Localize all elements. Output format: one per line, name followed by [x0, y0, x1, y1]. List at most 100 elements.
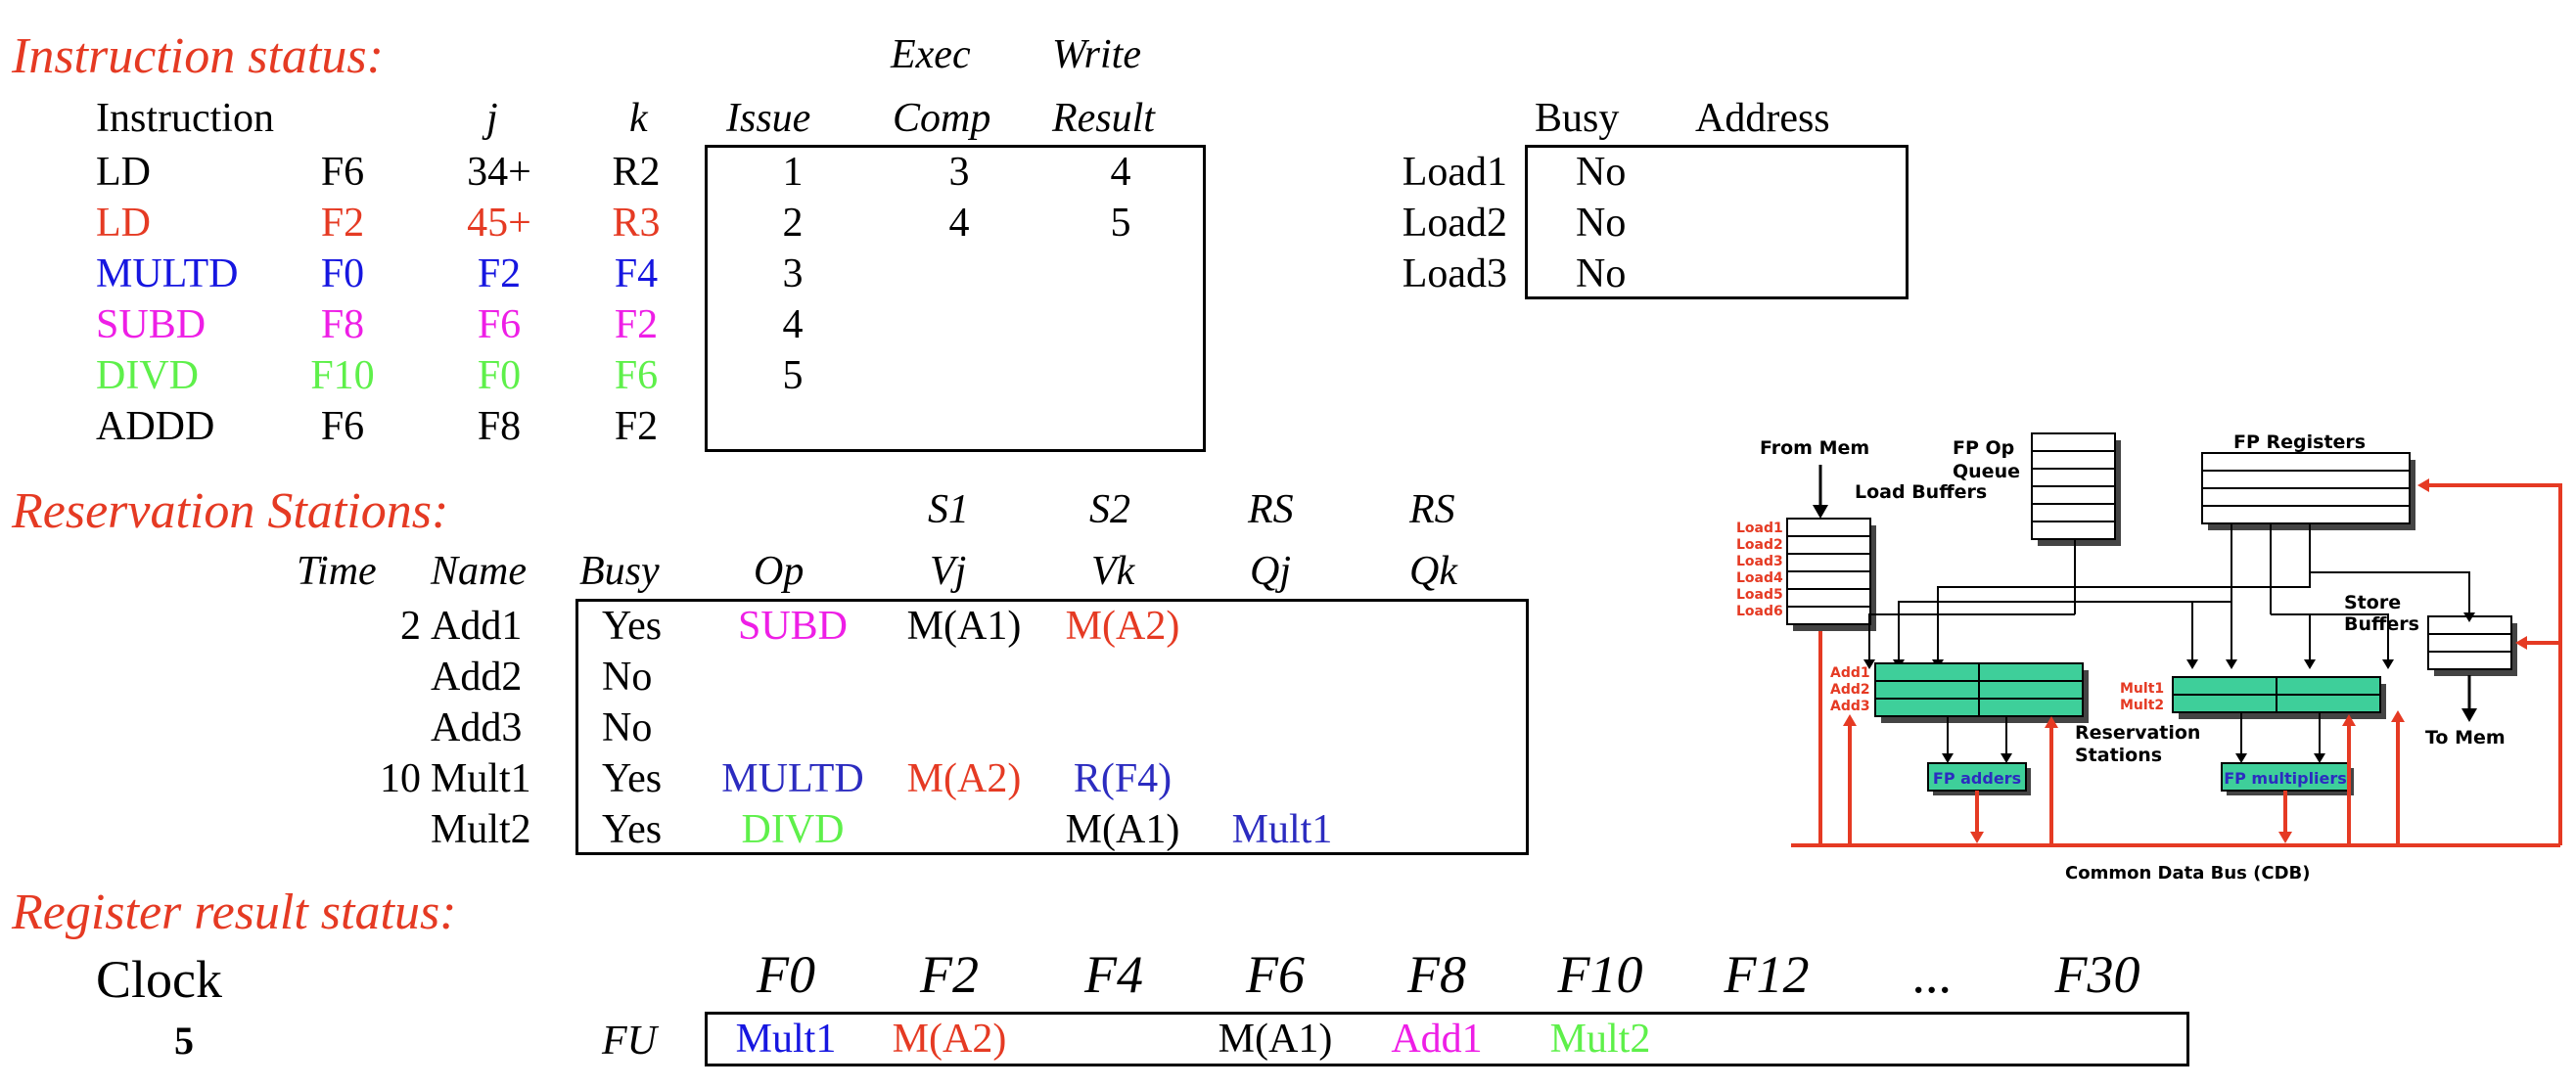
rs-busy: Yes — [602, 807, 663, 852]
add-reservation-stations — [1874, 662, 2089, 723]
rs-time: 2 — [400, 604, 421, 649]
load-buffer-stack — [1786, 518, 1876, 631]
fp-registers — [2201, 452, 2415, 530]
register-fu: Mult1 — [735, 1017, 837, 1062]
time-header: Time — [297, 549, 377, 594]
fp-multipliers-unit — [2221, 762, 2354, 795]
issue-cycle: 2 — [782, 201, 804, 246]
svg-text:Load6: Load6 — [1736, 604, 1783, 619]
instruction-k: F6 — [614, 353, 659, 398]
rs-vj: M(A2) — [906, 756, 1022, 801]
rs-op: DIVD — [741, 807, 845, 852]
load-buffer-name: Load3 — [1402, 251, 1507, 296]
rs-vk: R(F4) — [1073, 756, 1173, 801]
issue-cycle: 5 — [782, 353, 804, 398]
add-labels: Add1 Add2 Add3 — [1830, 665, 1870, 714]
fu-label: FU — [602, 1019, 657, 1064]
register-fu: M(A2) — [892, 1017, 1007, 1062]
register-fu: Mult2 — [1549, 1017, 1651, 1062]
fp-adders-unit — [1927, 762, 2031, 795]
fp-adders-label: FP adders — [1933, 769, 2021, 788]
instruction-op: ADDD — [96, 404, 215, 449]
reservation-stations-box — [575, 599, 1529, 855]
instruction-dest: F0 — [320, 251, 365, 296]
issue-cycle: 3 — [782, 251, 804, 296]
write-result-cycle: 4 — [1110, 150, 1131, 195]
clock-value: 5 — [174, 1019, 194, 1063]
rs-op: SUBD — [737, 604, 849, 649]
instruction-k: F2 — [614, 302, 659, 347]
exec-complete-cycle: 4 — [948, 201, 970, 246]
rs-name: Mult1 — [431, 756, 531, 801]
exec-header-top: Exec — [891, 32, 971, 77]
issue-cycle: 4 — [782, 302, 804, 347]
instruction-op: SUBD — [96, 302, 207, 347]
register-name: ... — [1912, 945, 1954, 1004]
svg-text:Mult1: Mult1 — [2120, 681, 2164, 697]
busy-header: Busy — [1535, 96, 1620, 141]
issue-header: Issue — [726, 96, 811, 141]
instruction-k: R3 — [612, 201, 661, 246]
instruction-j: 34+ — [467, 150, 531, 195]
register-name: F10 — [1557, 945, 1643, 1004]
instruction-op: MULTD — [96, 251, 239, 296]
rs-to-unit-wires — [1947, 712, 2321, 757]
rs-name: Add2 — [431, 655, 523, 700]
instruction-k: F2 — [614, 404, 659, 449]
rs-op: MULTD — [721, 756, 864, 801]
load-buffer-busy: No — [1576, 201, 1627, 246]
svg-text:Load3: Load3 — [1736, 554, 1783, 569]
from-mem-arrowhead — [1813, 505, 1828, 519]
register-status-box — [705, 1012, 2189, 1066]
rs-to-unit-arrowheads — [1942, 753, 2325, 763]
clock-label: Clock — [96, 950, 222, 1009]
load-buffer-name: Load2 — [1402, 201, 1507, 246]
issue-cycle: 1 — [782, 150, 804, 195]
rs-busy: No — [602, 705, 653, 750]
qj-header: Qj — [1250, 549, 1291, 594]
reservation-stations-title: Reservation Stations: — [12, 483, 449, 539]
cdb-arrowheads — [1843, 478, 2527, 843]
write-result-cycle: 5 — [1110, 201, 1131, 246]
vk-header: Vk — [1091, 549, 1135, 594]
instruction-dest: F6 — [320, 150, 365, 195]
register-fu: M(A1) — [1218, 1017, 1333, 1062]
operand-wires — [1868, 523, 2470, 663]
register-name: F30 — [2054, 945, 2140, 1004]
instruction-dest: F10 — [310, 353, 375, 398]
op-header: Op — [754, 549, 805, 594]
to-mem-arrowhead — [2461, 708, 2477, 722]
load-buffer-name: Load1 — [1402, 150, 1507, 195]
fp-op-queue — [2031, 432, 2121, 546]
instruction-k: R2 — [612, 150, 661, 195]
rs-qj: Mult1 — [1231, 807, 1333, 852]
instruction-op: DIVD — [96, 353, 199, 398]
rs-name: Add3 — [431, 705, 523, 750]
store-buffers — [2427, 615, 2517, 676]
rs-name: Mult2 — [431, 807, 531, 852]
register-name: F12 — [1724, 945, 1810, 1004]
register-name: F0 — [757, 945, 815, 1004]
load-buffer-busy: No — [1576, 150, 1627, 195]
register-name: F2 — [920, 945, 979, 1004]
s1-header: S1 — [928, 487, 969, 532]
load-labels: Load1 Load2 Load3 Load4 Load5 Load6 — [1736, 521, 1783, 619]
svg-text:Add1: Add1 — [1830, 665, 1870, 681]
instruction-op: LD — [96, 201, 151, 246]
s2-header: S2 — [1089, 487, 1130, 532]
instruction-j: F2 — [477, 251, 522, 296]
write-header-top: Write — [1052, 32, 1141, 77]
instruction-k: F4 — [614, 251, 659, 296]
register-fu: Add1 — [1391, 1017, 1483, 1062]
load-buffers-box — [1525, 145, 1909, 299]
register-status-title: Register result status: — [12, 884, 457, 940]
load-buffer-busy: No — [1576, 251, 1627, 296]
rs-vk: M(A1) — [1065, 807, 1180, 852]
rs-busy: No — [602, 655, 653, 700]
register-name: F4 — [1084, 945, 1143, 1004]
load-buffers-label: Load Buffers — [1855, 481, 1987, 503]
svg-text:Load2: Load2 — [1736, 537, 1783, 553]
rs-header-2: RS — [1409, 487, 1455, 532]
svg-text:Load1: Load1 — [1736, 521, 1783, 536]
from-mem-label: From Mem — [1760, 437, 1869, 459]
